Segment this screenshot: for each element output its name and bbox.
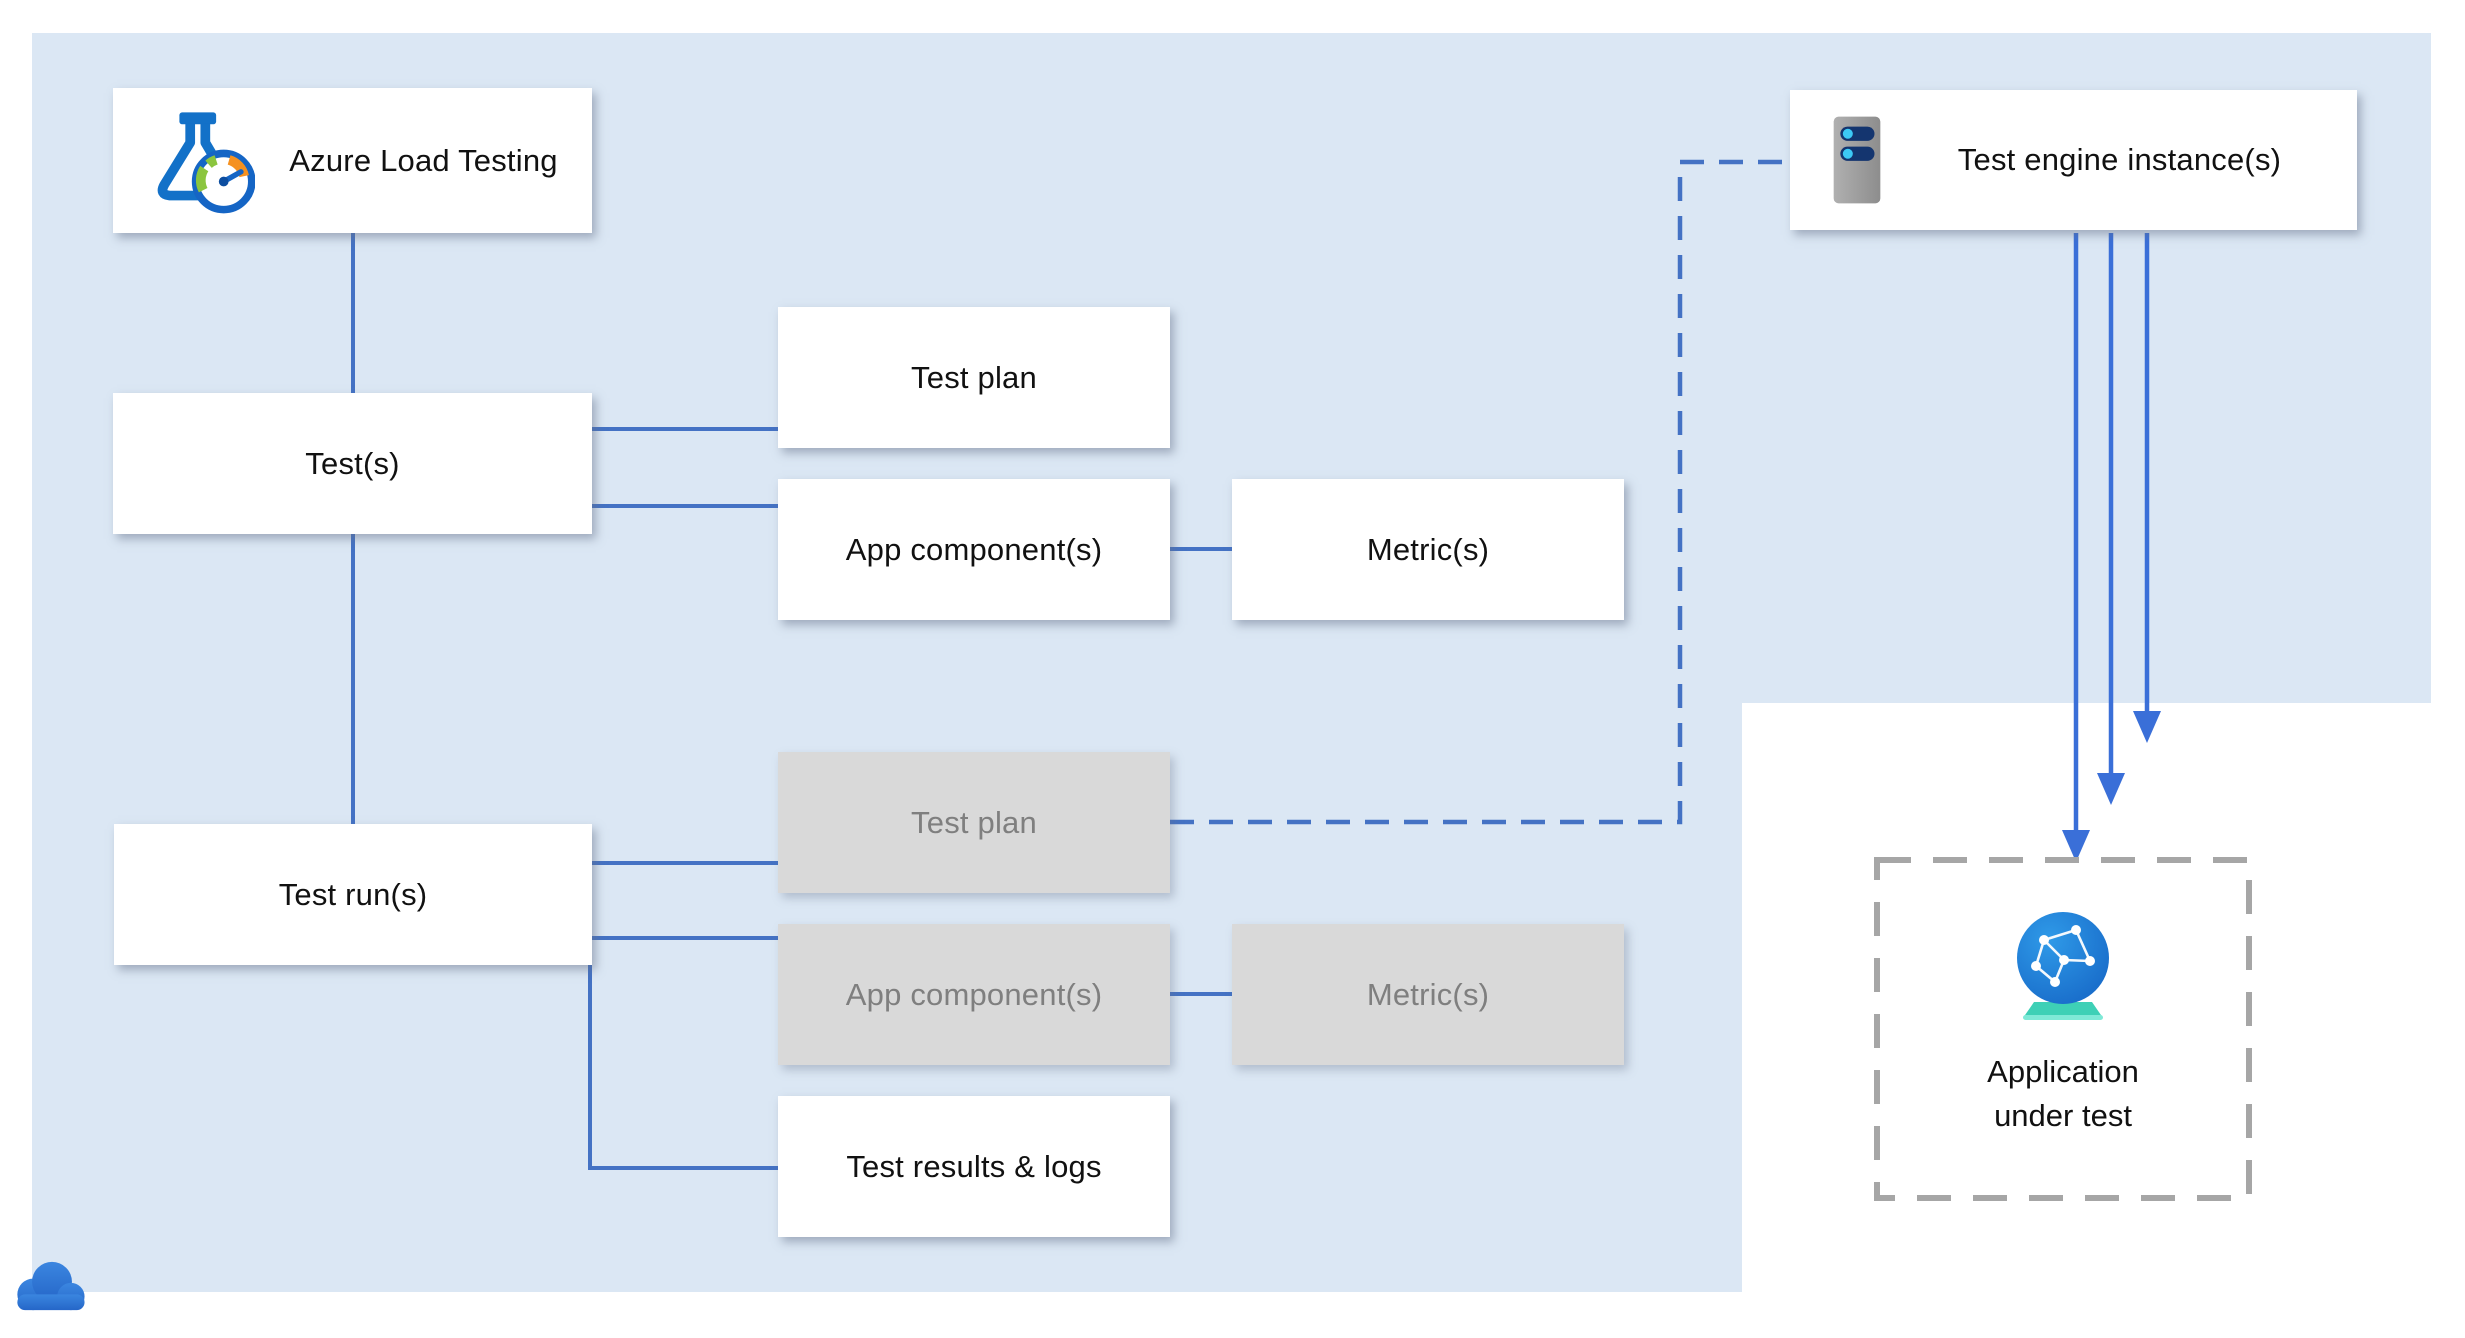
node-test-runs: Test run(s) bbox=[114, 824, 592, 965]
globe-icon bbox=[2017, 912, 2109, 1020]
dashed-connector-runplan-to-engine bbox=[1170, 159, 1790, 825]
node-tests: Test(s) bbox=[113, 393, 592, 534]
node-test-engine-instances: Test engine instance(s) bbox=[1790, 90, 2357, 230]
tests-label: Test(s) bbox=[305, 445, 400, 481]
azure-load-testing-label: Azure Load Testing bbox=[289, 142, 558, 178]
node-run-test-plan: Test plan bbox=[778, 752, 1170, 893]
metrics-label: Metric(s) bbox=[1366, 531, 1490, 567]
node-metrics: Metric(s) bbox=[1232, 479, 1624, 620]
run-test-plan-label: Test plan bbox=[911, 804, 1037, 840]
load-testing-flask-gauge-icon bbox=[157, 111, 255, 213]
node-run-app-components: App component(s) bbox=[778, 924, 1170, 1065]
app-components-label: App component(s) bbox=[845, 531, 1103, 567]
node-application-under-test: Application under test bbox=[1877, 860, 2249, 1198]
cloud-icon bbox=[17, 1261, 85, 1311]
application-under-test-label: Application under test bbox=[1987, 1054, 2139, 1133]
application-under-test-border bbox=[1874, 857, 2252, 1201]
test-results-logs-label: Test results & logs bbox=[846, 1148, 1102, 1184]
arrow-engine-2-head bbox=[2097, 773, 2125, 805]
canvas-cutout-region bbox=[1742, 703, 2465, 1338]
connector-testruns-to-testresults bbox=[588, 965, 778, 1170]
arrow-engine-1-head bbox=[2062, 830, 2090, 862]
arrow-engine-3-head bbox=[2133, 711, 2161, 743]
node-azure-load-testing: Azure Load Testing bbox=[113, 88, 592, 233]
test-plan-label: Test plan bbox=[911, 359, 1037, 395]
server-icon bbox=[1833, 116, 1881, 204]
node-app-components: App component(s) bbox=[778, 479, 1170, 620]
node-run-metrics: Metric(s) bbox=[1232, 924, 1624, 1065]
run-app-components-label: App component(s) bbox=[845, 976, 1103, 1012]
test-engine-instances-label: Test engine instance(s) bbox=[1957, 142, 2282, 177]
node-test-plan: Test plan bbox=[778, 307, 1170, 448]
node-test-results-logs: Test results & logs bbox=[778, 1096, 1170, 1237]
test-runs-label: Test run(s) bbox=[278, 876, 428, 912]
run-metrics-label: Metric(s) bbox=[1366, 976, 1490, 1012]
